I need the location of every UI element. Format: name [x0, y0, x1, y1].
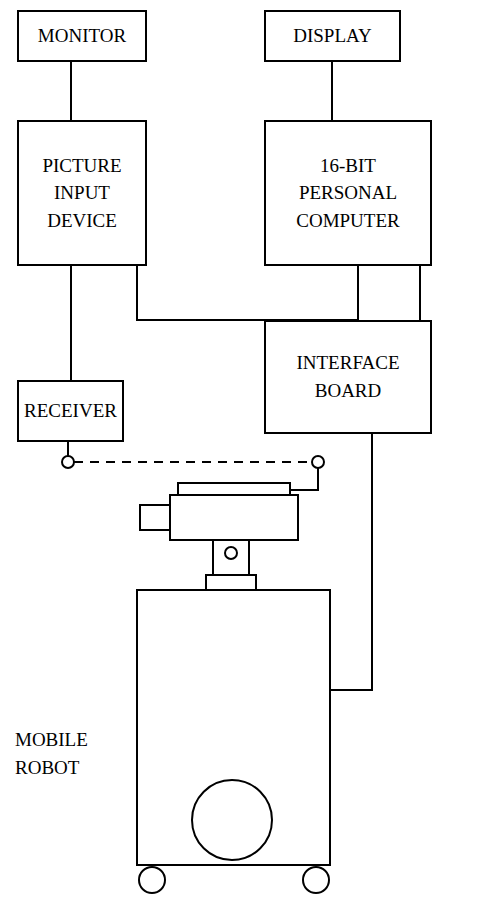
block-box: MONITOR [17, 10, 147, 62]
robot-antenna [312, 456, 324, 468]
pan-tilt-bracket [213, 540, 249, 575]
control-cable [330, 434, 372, 690]
antenna-lead [290, 468, 318, 490]
part-name: MOBILE ROBOT [15, 726, 105, 781]
block-box: DISPLAY [264, 10, 401, 62]
radio-link [74, 461, 312, 463]
robot-body [137, 590, 330, 865]
box-label: INTERFACE BOARD [273, 349, 423, 404]
block-box: 16-BIT PERSONAL COMPUTER [264, 120, 432, 266]
block-box: RECEIVER [17, 380, 124, 442]
caster-wheel [139, 867, 165, 893]
camera-neck [206, 575, 256, 590]
box-label: MONITOR [38, 22, 126, 50]
camera-lens [140, 505, 170, 530]
box-label: RECEIVER [24, 397, 117, 425]
camera-top [178, 483, 290, 495]
connector-line [331, 62, 333, 120]
connector-line [137, 266, 358, 320]
tilt-pivot [225, 547, 237, 559]
connector-line [70, 62, 72, 120]
camera-body [170, 495, 298, 540]
block-box: INTERFACE BOARD [264, 320, 432, 434]
receiver-antenna [62, 456, 74, 468]
receiver-lead [67, 442, 69, 456]
caster-wheel [303, 867, 329, 893]
drive-wheel [192, 780, 272, 860]
block-box: PICTURE INPUT DEVICE [17, 120, 147, 266]
connector-line [70, 266, 72, 380]
box-label: DISPLAY [293, 22, 372, 50]
box-label: PICTURE INPUT DEVICE [27, 152, 137, 235]
connector-line [419, 266, 421, 320]
box-label: 16-BIT PERSONAL COMPUTER [278, 152, 418, 235]
